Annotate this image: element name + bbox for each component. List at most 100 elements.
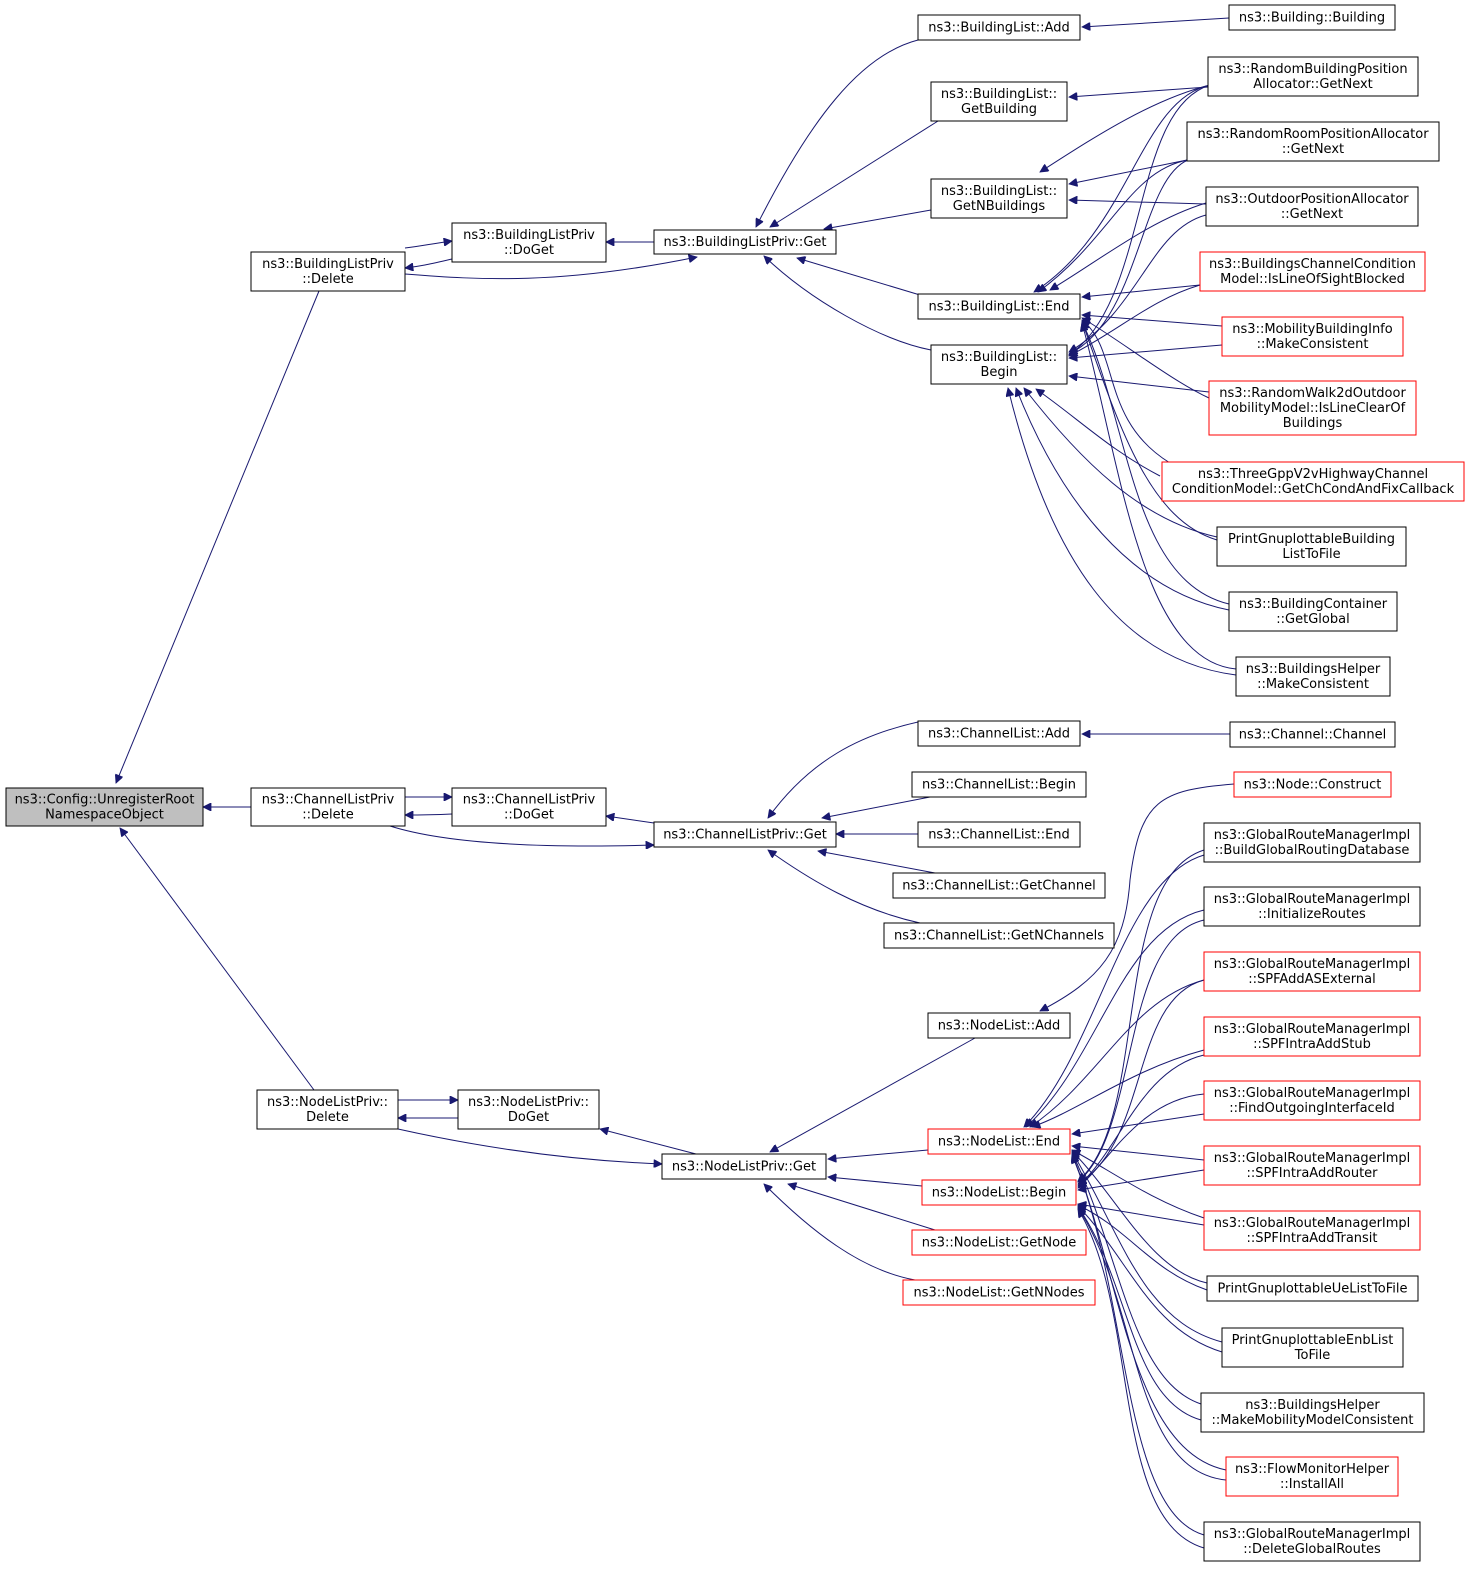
node-box[interactable]	[1186, 121, 1440, 162]
node-nl-end[interactable]: ns3::NodeList::End	[927, 1128, 1071, 1155]
node-box[interactable]	[911, 771, 1087, 798]
node-bl-getbuilding[interactable]: ns3::BuildingList::GetBuilding	[930, 81, 1068, 122]
node-box[interactable]	[451, 222, 607, 263]
node-box[interactable]	[927, 1128, 1071, 1155]
node-box[interactable]	[250, 787, 406, 827]
node-clp-doget[interactable]: ns3::ChannelListPriv::DoGet	[451, 787, 607, 827]
node-box[interactable]	[902, 1279, 1096, 1306]
node-building-ctor[interactable]: ns3::Building::Building	[1228, 4, 1396, 31]
node-box[interactable]	[653, 821, 837, 848]
node-box[interactable]	[1216, 526, 1407, 567]
node-box[interactable]	[1203, 1016, 1421, 1057]
node-box[interactable]	[930, 81, 1068, 122]
node-bh-mmc[interactable]: ns3::BuildingsHelper::MakeMobilityModelC…	[1200, 1392, 1425, 1433]
node-box[interactable]	[1229, 721, 1396, 748]
node-grm-stub[interactable]: ns3::GlobalRouteManagerImpl::SPFIntraAdd…	[1203, 1016, 1421, 1057]
node-box[interactable]	[256, 1089, 399, 1130]
node-box[interactable]	[661, 1153, 827, 1180]
node-grm-delete[interactable]: ns3::GlobalRouteManagerImpl::DeleteGloba…	[1203, 1521, 1421, 1562]
node-box[interactable]	[457, 1089, 600, 1130]
node-box[interactable]	[927, 1012, 1071, 1039]
node-nl-getnode[interactable]: ns3::NodeList::GetNode	[911, 1229, 1087, 1256]
node-box[interactable]	[1221, 1327, 1404, 1368]
node-clp-delete[interactable]: ns3::ChannelListPriv::Delete	[250, 787, 406, 827]
node-opa[interactable]: ns3::OutdoorPositionAllocator::GetNext	[1205, 186, 1419, 227]
node-box[interactable]	[911, 1229, 1087, 1256]
node-bl-begin[interactable]: ns3::BuildingList::Begin	[930, 344, 1068, 385]
node-box[interactable]	[250, 251, 406, 292]
node-clp-get[interactable]: ns3::ChannelListPriv::Get	[653, 821, 837, 848]
node-box[interactable]	[1205, 186, 1419, 227]
node-blp-doget[interactable]: ns3::BuildingListPriv::DoGet	[451, 222, 607, 263]
node-cl-add[interactable]: ns3::ChannelList::Add	[917, 720, 1081, 747]
node-box[interactable]	[1203, 1210, 1421, 1251]
node-grm-transit[interactable]: ns3::GlobalRouteManagerImpl::SPFIntraAdd…	[1203, 1210, 1421, 1251]
node-bl-getn[interactable]: ns3::BuildingList::GetNBuildings	[930, 178, 1068, 219]
node-box[interactable]	[1203, 1145, 1421, 1186]
node-bl-end[interactable]: ns3::BuildingList::End	[917, 293, 1081, 320]
node-box[interactable]	[1203, 886, 1421, 927]
node-grm-build[interactable]: ns3::GlobalRouteManagerImpl::BuildGlobal…	[1203, 822, 1421, 863]
node-nl-begin[interactable]: ns3::NodeList::Begin	[921, 1179, 1077, 1206]
node-nlp-get[interactable]: ns3::NodeListPriv::Get	[661, 1153, 827, 1180]
node-box[interactable]	[883, 922, 1115, 949]
node-box[interactable]	[1235, 656, 1391, 697]
node-rbpa[interactable]: ns3::RandomBuildingPositionAllocator::Ge…	[1207, 56, 1419, 97]
node-box[interactable]	[1208, 380, 1417, 436]
node-box[interactable]	[1199, 251, 1426, 292]
node-cl-end[interactable]: ns3::ChannelList::End	[917, 821, 1081, 848]
node-rrpa[interactable]: ns3::RandomRoomPositionAllocator::GetNex…	[1186, 121, 1440, 162]
node-box[interactable]	[451, 787, 607, 827]
node-cl-getn[interactable]: ns3::ChannelList::GetNChannels	[883, 922, 1115, 949]
node-nl-getn[interactable]: ns3::NodeList::GetNNodes	[902, 1279, 1096, 1306]
node-pgue[interactable]: PrintGnuplottableUeListToFile	[1206, 1275, 1419, 1302]
node-bccm[interactable]: ns3::BuildingsChannelConditionModel::IsL…	[1199, 251, 1426, 292]
node-box[interactable]	[917, 293, 1081, 320]
node-box[interactable]	[892, 872, 1106, 899]
node-box[interactable]	[1203, 1080, 1421, 1121]
node-box[interactable]	[1207, 56, 1419, 97]
node-box[interactable]	[1203, 822, 1421, 863]
node-box[interactable]	[921, 1179, 1077, 1206]
node-box[interactable]	[930, 344, 1068, 385]
node-fmh[interactable]: ns3::FlowMonitorHelper::InstallAll	[1225, 1456, 1399, 1497]
node-tgpp[interactable]: ns3::ThreeGppV2vHighwayChannelConditionM…	[1161, 461, 1465, 502]
node-blp-delete[interactable]: ns3::BuildingListPriv::Delete	[250, 251, 406, 292]
node-box[interactable]	[5, 787, 204, 827]
node-mbi[interactable]: ns3::MobilityBuildingInfo::MakeConsisten…	[1221, 316, 1404, 357]
node-box[interactable]	[1221, 316, 1404, 357]
node-box[interactable]	[1206, 1275, 1419, 1302]
node-grm-init[interactable]: ns3::GlobalRouteManagerImpl::InitializeR…	[1203, 886, 1421, 927]
node-box[interactable]	[1228, 4, 1396, 31]
node-box[interactable]	[1203, 951, 1421, 992]
node-box[interactable]	[1161, 461, 1465, 502]
node-bl-add[interactable]: ns3::BuildingList::Add	[917, 14, 1081, 41]
node-box[interactable]	[917, 821, 1081, 848]
node-cl-begin[interactable]: ns3::ChannelList::Begin	[911, 771, 1087, 798]
node-box[interactable]	[1228, 591, 1398, 632]
node-bc-global[interactable]: ns3::BuildingContainer::GetGlobal	[1228, 591, 1398, 632]
node-box[interactable]	[1225, 1456, 1399, 1497]
node-grm-find[interactable]: ns3::GlobalRouteManagerImpl::FindOutgoin…	[1203, 1080, 1421, 1121]
node-box[interactable]	[917, 14, 1081, 41]
node-grm-router[interactable]: ns3::GlobalRouteManagerImpl::SPFIntraAdd…	[1203, 1145, 1421, 1186]
node-box[interactable]	[917, 720, 1081, 747]
node-rw2d[interactable]: ns3::RandomWalk2dOutdoorMobilityModel::I…	[1208, 380, 1417, 436]
node-nlp-delete[interactable]: ns3::NodeListPriv::Delete	[256, 1089, 399, 1130]
node-root[interactable]: ns3::Config::UnregisterRootNamespaceObje…	[5, 787, 204, 827]
node-bh-mc[interactable]: ns3::BuildingsHelper::MakeConsistent	[1235, 656, 1391, 697]
node-box[interactable]	[653, 229, 837, 255]
node-nl-add[interactable]: ns3::NodeList::Add	[927, 1012, 1071, 1039]
node-channel-ctor[interactable]: ns3::Channel::Channel	[1229, 721, 1396, 748]
node-cl-getchannel[interactable]: ns3::ChannelList::GetChannel	[892, 872, 1106, 899]
node-box[interactable]	[1200, 1392, 1425, 1433]
node-grm-asext[interactable]: ns3::GlobalRouteManagerImpl::SPFAddASExt…	[1203, 951, 1421, 992]
node-blp-get[interactable]: ns3::BuildingListPriv::Get	[653, 229, 837, 255]
node-box[interactable]	[1203, 1521, 1421, 1562]
node-box[interactable]	[930, 178, 1068, 219]
node-box[interactable]	[1233, 771, 1392, 798]
node-node-construct[interactable]: ns3::Node::Construct	[1233, 771, 1392, 798]
node-nlp-doget[interactable]: ns3::NodeListPriv::DoGet	[457, 1089, 600, 1130]
